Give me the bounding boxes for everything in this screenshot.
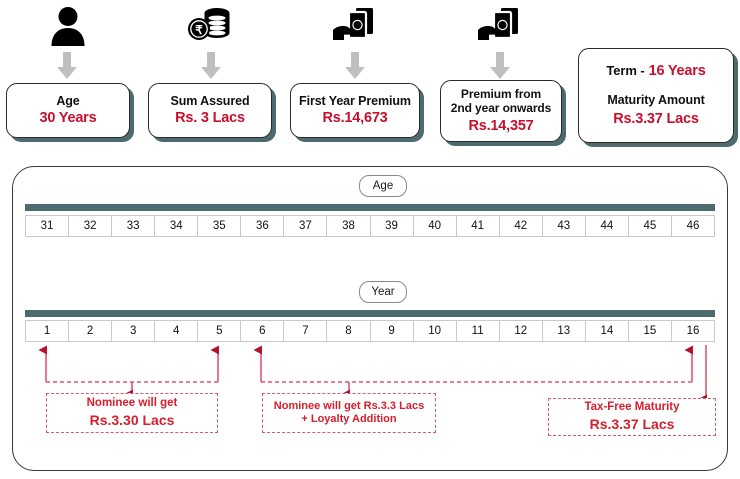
year-pill-label: Year xyxy=(359,281,407,303)
age-cell: 32 xyxy=(69,216,113,236)
year-cell: 2 xyxy=(69,321,113,341)
note-maturity-benefit: Tax-Free Maturity Rs.3.37 Lacs xyxy=(548,398,716,436)
year-cell: 6 xyxy=(241,321,285,341)
person-icon xyxy=(47,4,89,46)
note-death-benefit-early: Nominee will get Rs.3.30 Lacs xyxy=(46,393,218,433)
year-row-accent-bar xyxy=(25,310,715,317)
age-cell: 40 xyxy=(414,216,457,236)
card-label: First Year Premium xyxy=(299,93,411,108)
note-line1: Nominee will get xyxy=(86,397,178,410)
card-value: 30 Years xyxy=(39,110,97,127)
note-death-benefit-later: Nominee will get Rs.3.3 Lacs + Loyalty A… xyxy=(262,393,436,433)
summary-card-term-maturity: Term - 16 Years Maturity Amount Rs.3.37 … xyxy=(578,48,734,143)
card-label-line1: Premium from xyxy=(460,87,542,102)
year-cell: 13 xyxy=(543,321,586,341)
year-cell: 7 xyxy=(284,321,328,341)
card-label: Age xyxy=(56,93,80,108)
card-label-line2: 2nd year onwards xyxy=(450,101,552,116)
summary-card-age: Age 30 Years xyxy=(6,83,130,138)
card-label: Sum Assured xyxy=(170,93,250,108)
age-cell: 42 xyxy=(500,216,543,236)
age-cell: 41 xyxy=(457,216,500,236)
year-cell: 8 xyxy=(327,321,371,341)
note-line2: Rs.3.30 Lacs xyxy=(89,412,175,428)
cash-hand-icon xyxy=(476,4,524,46)
maturity-label: Maturity Amount xyxy=(607,93,705,108)
term-value: 16 Years xyxy=(648,63,706,80)
note-line2: + Loyalty Addition xyxy=(301,413,397,425)
year-cell: 16 xyxy=(672,321,715,341)
age-pill-label: Age xyxy=(359,175,407,197)
down-arrow-icon xyxy=(490,52,510,80)
year-cell: 11 xyxy=(457,321,500,341)
age-cell: 34 xyxy=(155,216,199,236)
age-row-accent-bar xyxy=(25,204,715,211)
age-cell: 43 xyxy=(543,216,586,236)
age-cell: 38 xyxy=(327,216,371,236)
note-line1: Nominee will get Rs.3.3 Lacs xyxy=(273,399,425,412)
down-arrow-icon xyxy=(201,52,221,80)
maturity-value: Rs.3.37 Lacs xyxy=(613,110,699,127)
summary-card-sum-assured: Sum Assured Rs. 3 Lacs xyxy=(148,83,272,138)
age-cell: 35 xyxy=(198,216,242,236)
age-cell: 44 xyxy=(586,216,629,236)
age-cell: 31 xyxy=(26,216,70,236)
year-cell: 9 xyxy=(371,321,414,341)
summary-card-renewal-premium: Premium from 2nd year onwards Rs.14,357 xyxy=(440,80,562,142)
term-label: Term - xyxy=(606,63,645,79)
down-arrow-icon xyxy=(57,52,77,80)
note-line1: Tax-Free Maturity xyxy=(584,401,680,414)
cash-hand-icon xyxy=(331,4,379,46)
rupee-coins-icon: ₹ xyxy=(186,4,234,46)
year-cell: 12 xyxy=(500,321,543,341)
age-cell: 33 xyxy=(112,216,156,236)
card-value: Rs.14,357 xyxy=(468,117,534,134)
age-cell: 36 xyxy=(241,216,285,236)
summary-card-first-year-premium: First Year Premium Rs.14,673 xyxy=(290,83,420,138)
age-cell: 39 xyxy=(371,216,414,236)
year-cell: 4 xyxy=(155,321,199,341)
year-cell: 1 xyxy=(26,321,70,341)
card-value: Rs. 3 Lacs xyxy=(175,110,245,127)
age-cell: 45 xyxy=(629,216,672,236)
maturity-row: Maturity Amount Rs.3.37 Lacs xyxy=(607,93,704,128)
note-line2: Rs.3.37 Lacs xyxy=(589,416,675,432)
age-cell: 37 xyxy=(284,216,328,236)
term-row: Term - 16 Years xyxy=(606,63,705,80)
year-cell: 10 xyxy=(414,321,457,341)
year-cell: 15 xyxy=(629,321,672,341)
down-arrow-icon xyxy=(345,52,365,80)
year-cell: 14 xyxy=(586,321,629,341)
card-value: Rs.14,673 xyxy=(322,110,388,127)
svg-text:₹: ₹ xyxy=(195,23,203,37)
year-cell: 3 xyxy=(112,321,156,341)
age-cell: 46 xyxy=(672,216,715,236)
year-cell: 5 xyxy=(198,321,242,341)
